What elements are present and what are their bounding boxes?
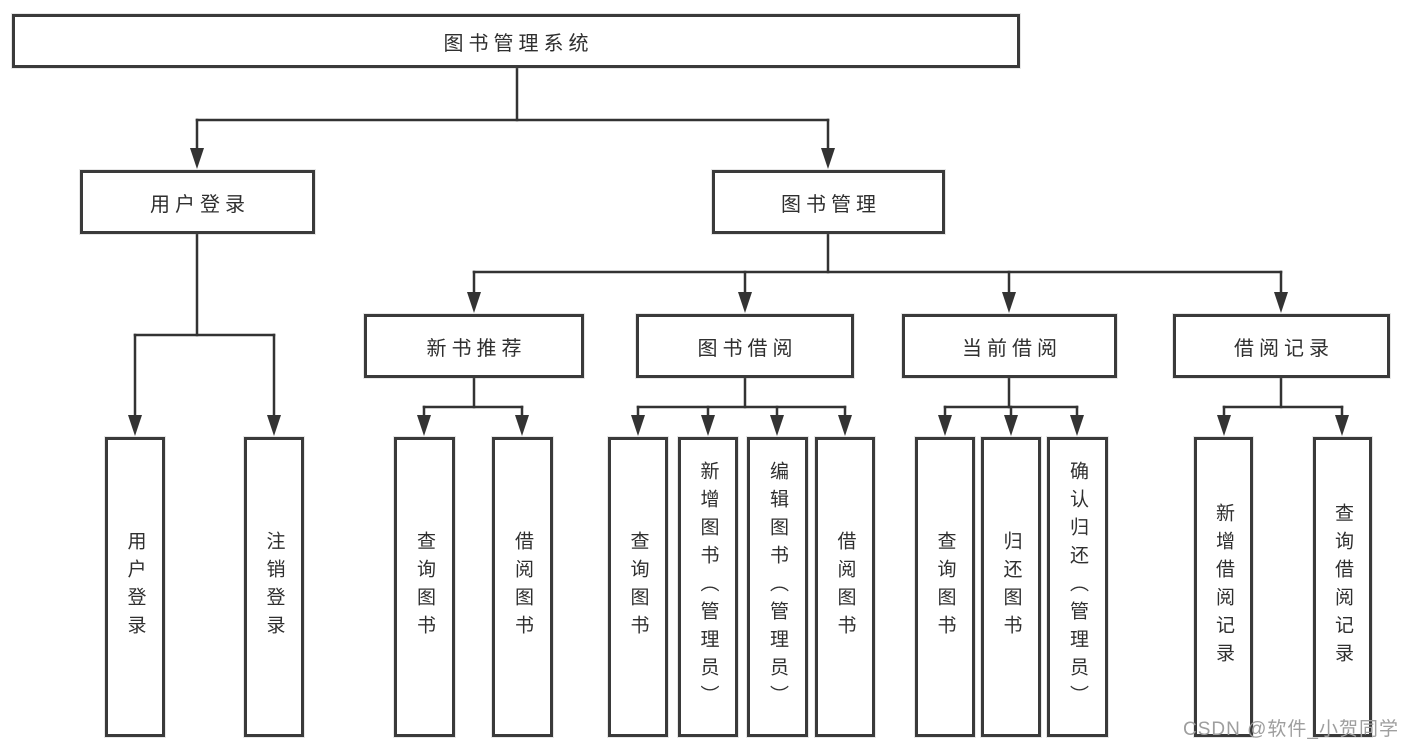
node-borrow-book-2: 借阅图书: [815, 437, 875, 737]
arrowhead-book-borrow-1: [701, 415, 715, 436]
node-book-mgmt: 图书管理: [712, 170, 945, 234]
node-label-query-book-1: 查询图书: [414, 531, 435, 643]
node-label-query-book-2: 查询图书: [627, 531, 649, 643]
arrowhead-user-login-0: [128, 415, 142, 436]
arrowhead-root-1: [821, 148, 835, 169]
arrowhead-borrow-record-0: [1217, 415, 1231, 436]
arrowhead-current-borrow-0: [938, 415, 952, 436]
arrowhead-root-0: [190, 148, 204, 169]
node-borrow-record: 借阅记录: [1173, 314, 1390, 378]
node-label-borrow-book-2: 借阅图书: [834, 531, 856, 643]
node-label-return-book: 归还图书: [1000, 531, 1022, 643]
node-query-book-1: 查询图书: [394, 437, 455, 737]
node-label-query-book-3: 查询图书: [934, 531, 956, 643]
arrowhead-new-book-rec-0: [417, 415, 431, 436]
node-label-root: 图书管理系统: [443, 32, 594, 55]
arrowhead-book-borrow-0: [631, 415, 645, 436]
arrowhead-book-borrow-3: [838, 415, 852, 436]
arrowhead-book-borrow-2: [770, 415, 784, 436]
node-add-book: 新增图书（管理员）: [678, 437, 738, 737]
arrowhead-book-mgmt-2: [1002, 292, 1016, 313]
node-book-borrow: 图书借阅: [636, 314, 854, 378]
arrowhead-book-mgmt-3: [1274, 292, 1288, 313]
node-query-book-3: 查询图书: [915, 437, 975, 737]
arrowhead-borrow-record-1: [1335, 415, 1349, 436]
node-label-confirm-return: 确认归还（管理员）: [1067, 461, 1088, 713]
node-borrow-book-1: 借阅图书: [492, 437, 553, 737]
node-label-logout-v: 注销登录: [263, 531, 285, 643]
node-label-add-book: 新增图书（管理员）: [697, 461, 719, 713]
node-label-new-book-rec: 新书推荐: [426, 337, 527, 360]
node-label-borrow-book-1: 借阅图书: [512, 531, 533, 643]
node-login-v: 用户登录: [105, 437, 165, 737]
arrowhead-user-login-1: [267, 415, 281, 436]
arrowhead-book-mgmt-1: [738, 292, 752, 313]
arrowhead-new-book-rec-1: [515, 415, 529, 436]
node-return-book: 归还图书: [981, 437, 1041, 737]
node-label-query-borrow-rec: 查询借阅记录: [1332, 503, 1353, 671]
node-new-book-rec: 新书推荐: [364, 314, 584, 378]
node-label-book-mgmt: 图书管理: [781, 193, 881, 216]
node-current-borrow: 当前借阅: [902, 314, 1117, 378]
node-root: 图书管理系统: [12, 14, 1020, 68]
node-confirm-return: 确认归还（管理员）: [1047, 437, 1108, 737]
node-logout-v: 注销登录: [244, 437, 304, 737]
node-label-book-borrow: 图书借阅: [697, 337, 798, 360]
node-add-borrow-rec: 新增借阅记录: [1194, 437, 1253, 737]
node-label-edit-book: 编辑图书（管理员）: [767, 461, 788, 713]
watermark: CSDN @软件_小贺同学: [1183, 719, 1399, 740]
arrowhead-current-borrow-1: [1004, 415, 1018, 436]
node-user-login: 用户登录: [80, 170, 315, 234]
arrowhead-book-mgmt-0: [467, 292, 481, 313]
node-label-login-v: 用户登录: [124, 531, 146, 643]
node-query-book-2: 查询图书: [608, 437, 668, 737]
node-label-add-borrow-rec: 新增借阅记录: [1213, 503, 1234, 671]
node-label-user-login: 用户登录: [150, 193, 250, 216]
node-edit-book: 编辑图书（管理员）: [747, 437, 808, 737]
node-label-borrow-record: 借阅记录: [1234, 337, 1334, 360]
node-query-borrow-rec: 查询借阅记录: [1313, 437, 1372, 737]
arrowhead-current-borrow-2: [1070, 415, 1084, 436]
node-label-current-borrow: 当前借阅: [962, 337, 1062, 360]
